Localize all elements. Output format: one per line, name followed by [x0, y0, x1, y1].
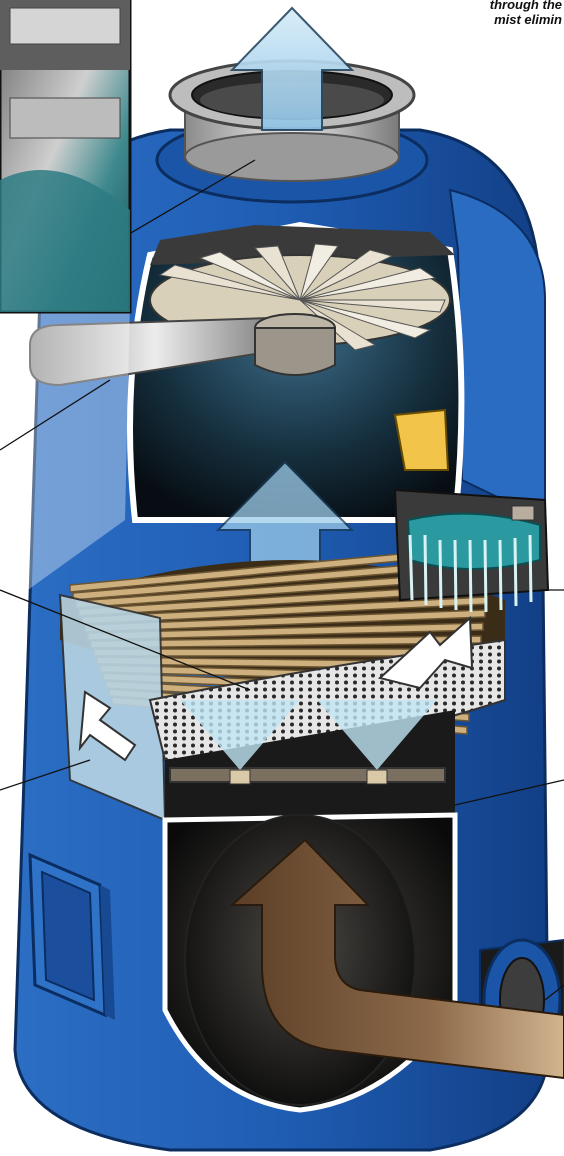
caption-line-2: mist elimin: [442, 12, 562, 27]
mist-eliminator-photo-inset: [0, 0, 130, 312]
caption-line-1: through the: [442, 0, 562, 12]
caption-text: through the mist elimin: [442, 0, 562, 27]
support-bracket: [395, 410, 448, 470]
